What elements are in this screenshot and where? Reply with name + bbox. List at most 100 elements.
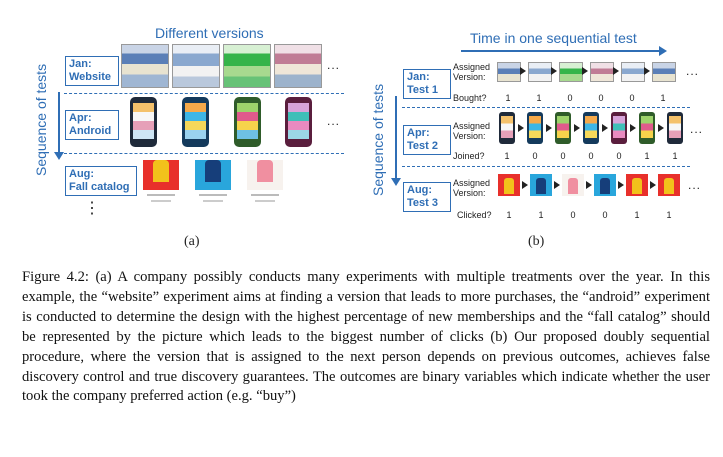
outcome-value: 0 <box>598 93 604 103</box>
divider-a-2 <box>64 153 344 154</box>
arrow-icon <box>520 67 526 75</box>
test2-step-5 <box>611 112 627 144</box>
test-label-line1: Jan: <box>407 71 430 83</box>
arrow-icon <box>518 124 524 132</box>
panel-a-title: Different versions <box>155 25 264 41</box>
catalog-version-1 <box>143 156 179 208</box>
arrow-icon <box>644 67 650 75</box>
panel-a-axis-arrow <box>58 92 60 154</box>
test3-step-4 <box>594 174 616 196</box>
outcome-label-1: Bought? <box>453 93 487 103</box>
test2-step-6 <box>639 112 655 144</box>
test2-step-1 <box>499 112 515 144</box>
arrow-icon <box>554 181 560 189</box>
test1-step-3 <box>559 62 583 82</box>
arrow-icon <box>630 124 636 132</box>
panel-b-axis-label: Sequence of tests <box>370 83 386 196</box>
outcome-value: 0 <box>570 210 576 220</box>
website-version-1 <box>121 44 169 88</box>
test1-step-4 <box>590 62 614 82</box>
arrow-icon <box>582 67 588 75</box>
android-version-4 <box>285 97 312 147</box>
arrow-icon <box>658 124 664 132</box>
arrow-icon <box>650 181 656 189</box>
panel-a-axis-arrowhead <box>54 152 64 160</box>
android-ellipsis: ... <box>327 114 341 128</box>
test-label-line1: Jan: <box>69 58 92 70</box>
outcome-value: 1 <box>538 210 544 220</box>
website-version-4 <box>274 44 322 88</box>
outcome-value: 0 <box>588 151 594 161</box>
android-version-1 <box>130 97 157 147</box>
test-label-line2: Android <box>69 125 112 137</box>
test-label-line2: Test 2 <box>407 140 438 152</box>
arrow-icon <box>618 181 624 189</box>
test-label-apr-android: Apr: Android <box>65 110 119 140</box>
outcome-value: 1 <box>505 93 511 103</box>
outcome-value: 0 <box>602 210 608 220</box>
arrow-icon <box>522 181 528 189</box>
outcome-value: 1 <box>506 210 512 220</box>
outcome-value: 1 <box>504 151 510 161</box>
website-ellipsis: ... <box>327 58 341 72</box>
test-label-line1: Apr: <box>69 112 92 124</box>
test1-step-5 <box>621 62 645 82</box>
test-label-line1: Apr: <box>407 127 430 139</box>
figure-caption: Figure 4.2: (a) A company possibly condu… <box>22 269 710 405</box>
assigned-version-label-3: Assigned Version: <box>453 178 491 198</box>
outcome-value: 1 <box>644 151 650 161</box>
test-label-jan-website: Jan: Website <box>65 56 119 86</box>
vertical-ellipsis: ⋮ <box>84 200 100 217</box>
test-label-line2: Test 1 <box>407 84 438 96</box>
divider-b-2 <box>402 166 690 167</box>
outcome-value: 1 <box>660 93 666 103</box>
outcome-value: 0 <box>532 151 538 161</box>
arrow-icon <box>586 181 592 189</box>
arrow-icon <box>602 124 608 132</box>
divider-b-1 <box>402 107 690 108</box>
test2-step-2 <box>527 112 543 144</box>
outcome-value: 1 <box>666 210 672 220</box>
website-version-2 <box>172 44 220 88</box>
test1-ellipsis: ... <box>686 64 700 78</box>
test3-ellipsis: ... <box>688 178 702 192</box>
website-version-3 <box>223 44 271 88</box>
catalog-version-2 <box>195 156 231 208</box>
test3-step-1 <box>498 174 520 196</box>
test-label-line2: Fall catalog <box>69 181 130 193</box>
catalog-version-3 <box>247 156 283 208</box>
test-label-jan-test1: Jan: Test 1 <box>403 69 451 99</box>
test2-step-7 <box>667 112 683 144</box>
panel-b-time-arrow <box>461 50 661 52</box>
outcome-value: 0 <box>616 151 622 161</box>
outcome-value: 0 <box>629 93 635 103</box>
panel-b-sublabel: (b) <box>528 234 545 249</box>
test-label-line1: Aug: <box>69 168 95 180</box>
divider-a-1 <box>64 93 344 94</box>
outcome-value: 1 <box>634 210 640 220</box>
android-version-3 <box>234 97 261 147</box>
test2-step-4 <box>583 112 599 144</box>
test3-step-6 <box>658 174 680 196</box>
panel-b-axis-arrowhead <box>391 178 401 186</box>
test-label-aug-test3: Aug: Test 3 <box>403 182 451 212</box>
test-label-aug-fall-catalog: Aug: Fall catalog <box>65 166 137 196</box>
test-label-line1: Aug: <box>407 184 433 196</box>
outcome-value: 0 <box>560 151 566 161</box>
arrow-icon <box>546 124 552 132</box>
test1-step-2 <box>528 62 552 82</box>
test1-step-6 <box>652 62 676 82</box>
android-version-2 <box>182 97 209 147</box>
outcome-label-2: Joined? <box>453 151 485 161</box>
assigned-version-label-2: Assigned Version: <box>453 121 491 141</box>
test1-step-1 <box>497 62 521 82</box>
test3-step-3 <box>562 174 584 196</box>
test3-step-2 <box>530 174 552 196</box>
test-label-line2: Website <box>69 71 111 83</box>
arrow-icon <box>613 67 619 75</box>
panel-b-time-arrowhead <box>659 46 667 56</box>
panel-b-axis-arrow <box>395 96 397 180</box>
test-label-line2: Test 3 <box>407 197 438 209</box>
test-label-apr-test2: Apr: Test 2 <box>403 125 451 155</box>
panel-b-title: Time in one sequential test <box>470 30 637 46</box>
